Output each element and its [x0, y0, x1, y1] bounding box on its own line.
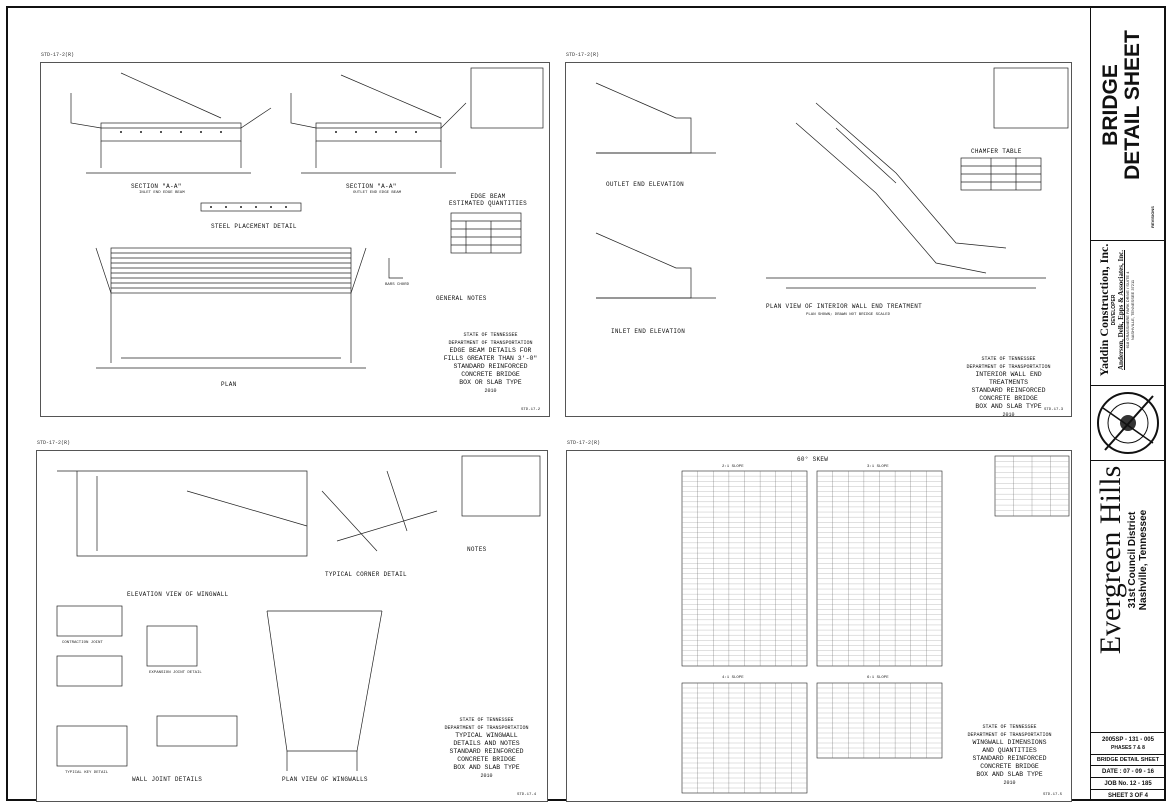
year-label: 2010 [480, 773, 493, 779]
sheet-title: TYPICAL WINGWALL DETAILS AND NOTES [453, 732, 520, 747]
rule [1091, 385, 1165, 386]
section-b-caption: SECTION "A-A" [346, 183, 397, 190]
std-number: STD-17-3 [1044, 408, 1064, 412]
std-number: STD-17-5 [1043, 793, 1063, 797]
expansion-caption: EXPANSION JOINT DETAIL [149, 671, 202, 675]
project-name: Evergreen Hills [1094, 465, 1127, 655]
panel-edge-beam-details: STD-17-2(R) [40, 52, 550, 417]
general-notes-caption: GENERAL NOTES [436, 295, 487, 302]
dept-label: DEPARTMENT OF TRANSPORTATION [444, 725, 529, 731]
panel-tag: STD-17-2(R) [41, 52, 75, 58]
plan-caption: PLAN [221, 381, 237, 388]
title-block-divider [1090, 6, 1091, 801]
engineer-city: NASHVILLE, TENNESSEE 37211 [1130, 279, 1135, 341]
project-number: 2005SP - 131 - 005 [1102, 737, 1154, 743]
corner-caption: TYPICAL CORNER DETAIL [325, 571, 407, 578]
table-2-1-caption: 2:1 SLOPE [722, 465, 744, 469]
revisions-label: REVISIONS [1150, 206, 1155, 228]
std-title: STANDARD REINFORCED CONCRETE BRIDGE BOX … [971, 387, 1046, 410]
wingwall-drawings [56, 455, 541, 771]
std-title: STANDARD REINFORCED CONCRETE BRIDGE BOX … [449, 748, 524, 771]
panel-wingwall-quantities: STD-17-2(R) 60° SKEW 2:1 SLOPE 3:1 SLOPE… [566, 440, 1072, 802]
std-title: STANDARD REINFORCED CONCRETE BRIDGE BOX … [453, 363, 528, 386]
panel-tag: STD-17-2(R) [566, 52, 600, 58]
std-title: STANDARD REINFORCED CONCRETE BRIDGE BOX … [972, 755, 1047, 778]
elevation-caption: ELEVATION VIEW OF WINGWALL [127, 591, 229, 598]
steel-placement-caption: STEEL PLACEMENT DETAIL [211, 223, 297, 230]
inlet-caption: INLET END ELEVATION [611, 328, 686, 335]
panel-tag: STD-17-2(R) [567, 440, 601, 446]
sheet-title: INTERIOR WALL END TREATMENTS [975, 371, 1042, 386]
plan-view-sub: PLAN SHOWN; DRAWN NOT BRIDGE SCALED [806, 313, 891, 317]
panel-tag: STD-17-2(R) [37, 440, 71, 446]
section-a-sub: INLET END EDGE BEAM [139, 191, 185, 195]
title-block-bl: STATE OF TENNESSEE DEPARTMENT OF TRANSPO… [429, 716, 544, 780]
sheet-title: WINGWALL DIMENSIONS AND QUANTITIES [972, 739, 1047, 754]
sheet-title-block: BRIDGE DETAIL SHEET [1099, 10, 1144, 200]
title-block-tr: STATE OF TENNESSEE DEPARTMENT OF TRANSPO… [951, 355, 1066, 419]
company-name: Yaddin Construction, Inc. [1097, 243, 1111, 377]
notes-caption: NOTES [467, 546, 487, 553]
dept-label: DEPARTMENT OF TRANSPORTATION [966, 364, 1051, 370]
title-block-br: STATE OF TENNESSEE DEPARTMENT OF TRANSPO… [952, 723, 1067, 787]
edge-beam-drawings [70, 67, 544, 369]
plan-wingwalls-caption: PLAN VIEW OF WINGWALLS [282, 776, 368, 783]
engineer-name: Anderson, Delk, Epps & Associates, Inc. [1117, 250, 1125, 370]
revisions-table [471, 68, 543, 128]
sheet-title-line2: DETAIL SHEET [1121, 30, 1144, 180]
year-label: 2010 [1003, 780, 1016, 786]
key-caption: TYPICAL KEY DETAIL [65, 771, 109, 775]
rule [1091, 240, 1165, 241]
engineer-seal-icon [1097, 392, 1159, 454]
rule [1091, 460, 1165, 461]
title-block-tl: STATE OF TENNESSEE DEPARTMENT OF TRANSPO… [433, 331, 548, 395]
district-label: 31st Council District [1127, 511, 1138, 609]
panel-wingwall-details: STD-17-2(R) ELEVATION VIEW OF WINGWALL T… [36, 440, 548, 802]
std-number: STD-17-2 [521, 408, 541, 412]
state-label: STATE OF TENNESSEE [463, 332, 518, 338]
dept-label: DEPARTMENT OF TRANSPORTATION [448, 340, 533, 346]
company-block: Yaddin Construction, Inc. DEVELOPER Ande… [1097, 240, 1135, 380]
interior-wall-drawings [595, 67, 1069, 299]
plan-view-caption: PLAN VIEW OF INTERIOR WALL END TREATMENT [766, 303, 923, 310]
sheet-of-cell: SHEET 3 OF 4 [1091, 789, 1165, 801]
sheet-title: EDGE BEAM DETAILS FOR FILLS GREATER THAN… [443, 347, 538, 362]
project-number-cell: 2005SP - 131 - 005 PHASES 7 & 8 [1091, 732, 1165, 754]
contraction-caption: CONTRACTION JOINT [62, 641, 103, 645]
table-4-1-caption: 4:1 SLOPE [722, 676, 744, 680]
panel-interior-wall-end: STD-17-2(R) OUTLET END ELEVATION INLET E… [565, 52, 1072, 419]
table-6-1-caption: 6:1 SLOPE [867, 676, 889, 680]
edge-beam-qty-title: EDGE BEAM ESTIMATED QUANTITIES [449, 193, 528, 207]
skew-caption: 60° SKEW [797, 456, 829, 463]
project-block: Evergreen Hills 31st Council District Na… [1094, 460, 1149, 660]
state-label: STATE OF TENNESSEE [459, 717, 514, 723]
city-label: Nashville, Tennessee [1138, 509, 1149, 611]
quantity-tables [681, 455, 1070, 794]
wall-joint-caption: WALL JOINT DETAILS [132, 776, 203, 783]
year-label: 2010 [484, 388, 497, 394]
sheet-name-cell: BRIDGE DETAIL SHEET [1091, 754, 1165, 765]
year-label: 2010 [1002, 412, 1015, 418]
state-label: STATE OF TENNESSEE [981, 356, 1036, 362]
outlet-caption: OUTLET END ELEVATION [606, 181, 685, 188]
chamfer-caption: CHAMFER TABLE [971, 148, 1022, 155]
dept-label: DEPARTMENT OF TRANSPORTATION [967, 732, 1052, 738]
std-number: STD-17-4 [517, 793, 537, 797]
sheet-title-line1: BRIDGE [1099, 64, 1122, 146]
phase-label: PHASES 7 & 8 [1111, 745, 1145, 751]
section-b-sub: OUTLET END EDGE BEAM [353, 191, 402, 195]
state-label: STATE OF TENNESSEE [982, 724, 1037, 730]
table-3-1-caption: 3:1 SLOPE [867, 465, 889, 469]
bars-chord-caption: BARS CHORD [385, 283, 410, 287]
date-cell: DATE : 07 - 09 - 16 [1091, 765, 1165, 777]
job-no-cell: JOB No. 12 - 185 [1091, 777, 1165, 789]
section-a-caption: SECTION "A-A" [131, 183, 182, 190]
